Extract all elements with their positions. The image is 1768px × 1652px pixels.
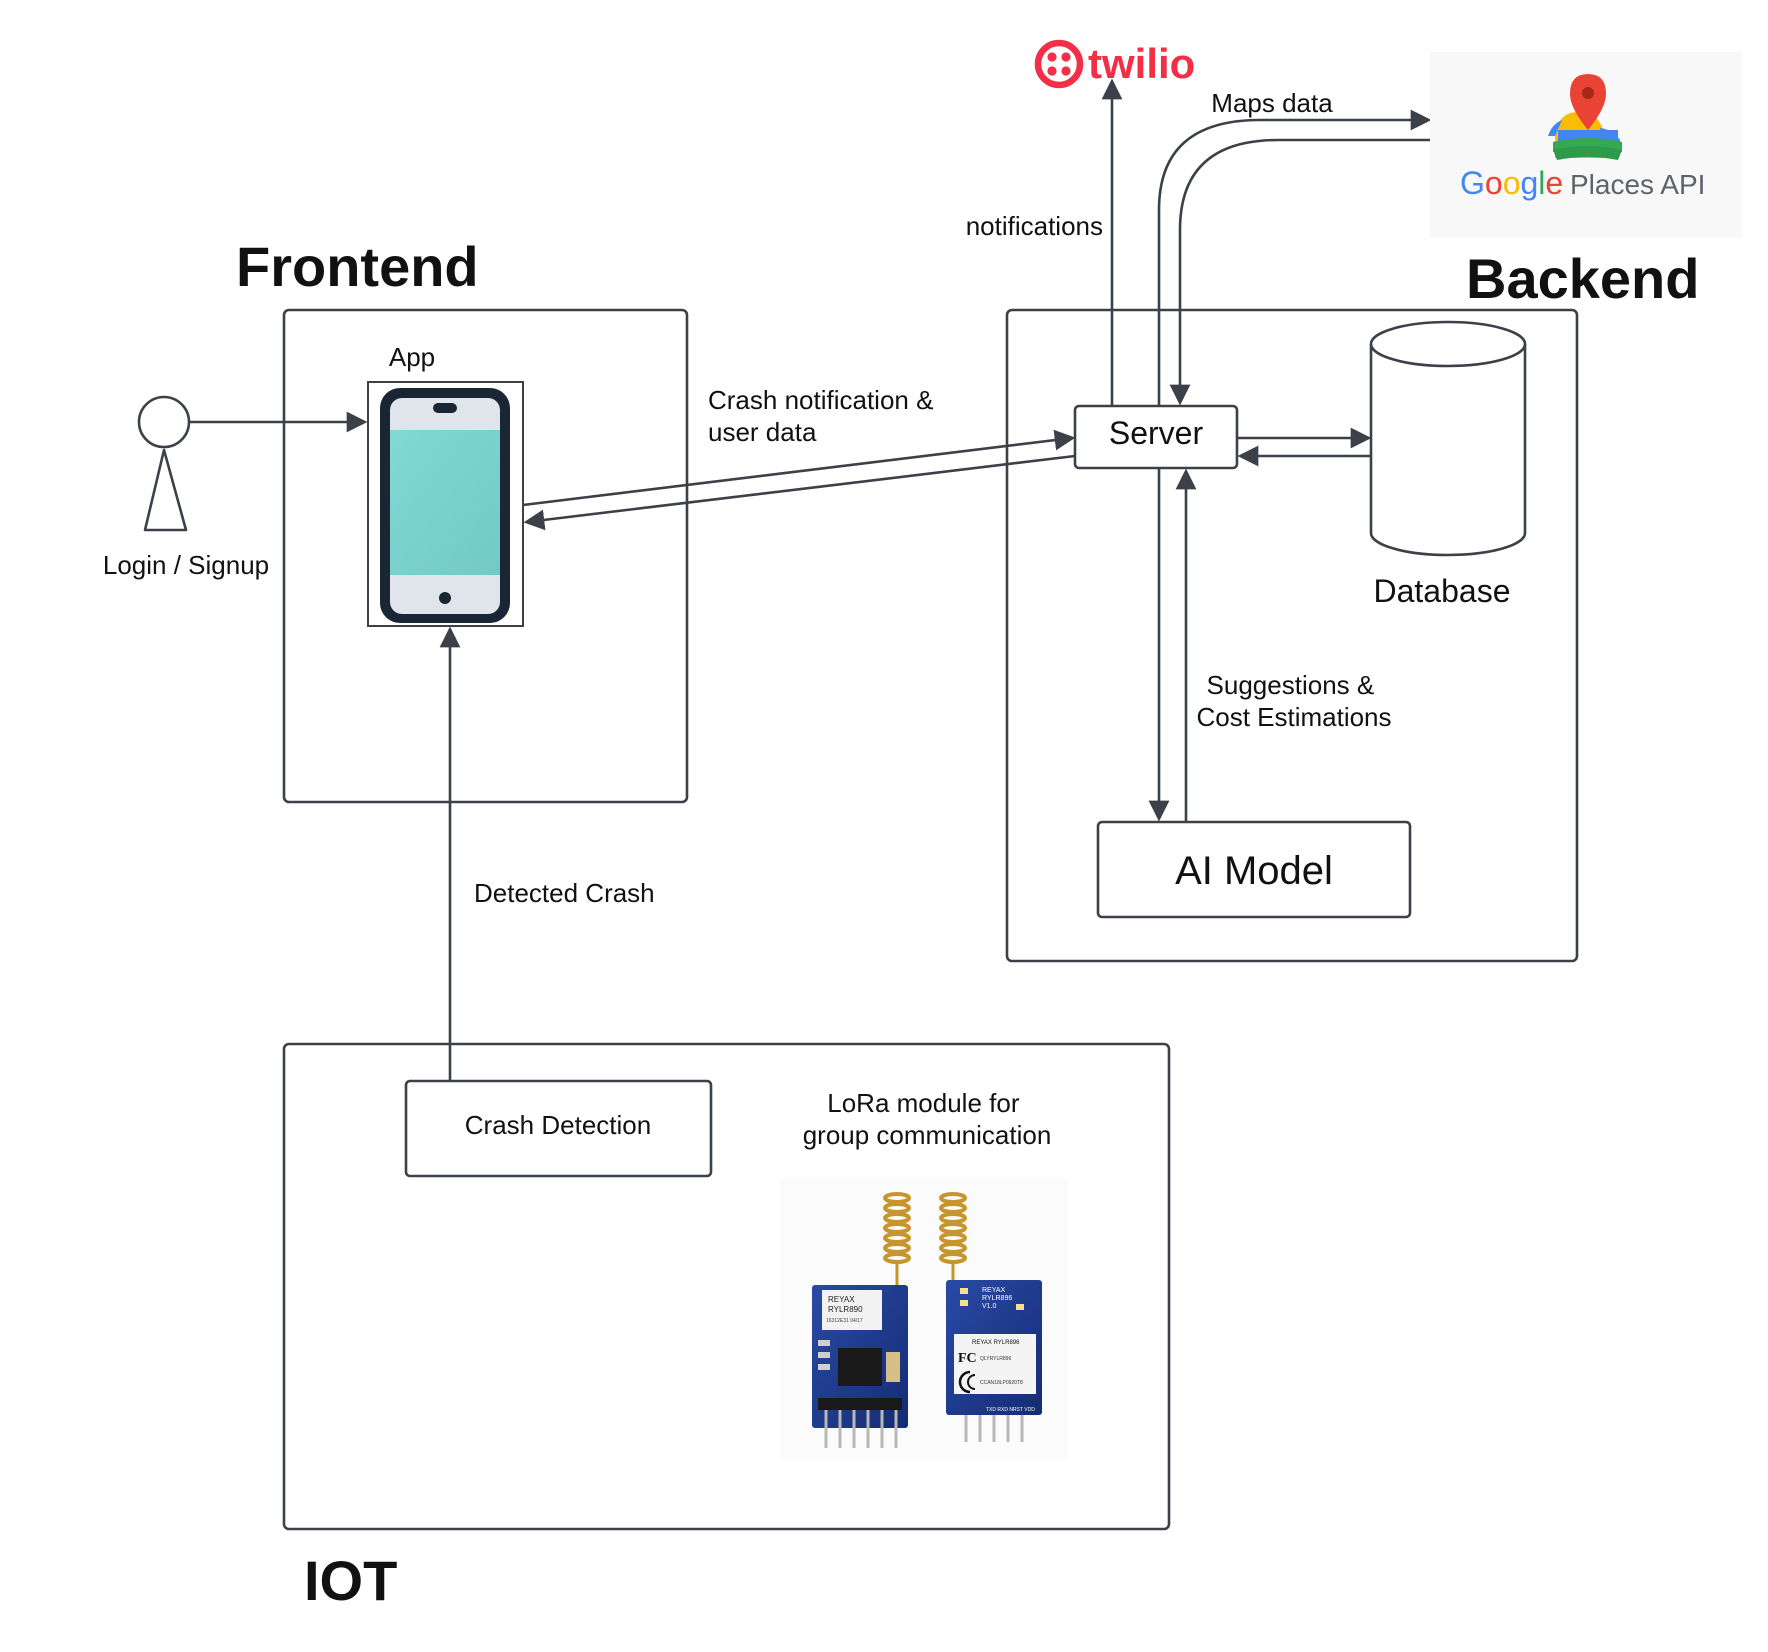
crash-detection-label: Crash Detection (465, 1110, 651, 1140)
places-pin-icon (1548, 74, 1622, 160)
lora-modules-image: REYAX RYLR890 16312E31 04/17 (780, 1178, 1068, 1460)
google-wordmark: Google (1460, 165, 1563, 201)
server-to-app-arrow (523, 454, 1076, 531)
database-label: Database (1374, 573, 1511, 609)
board2-line4: REYAX RYLR896 (972, 1340, 1020, 1346)
suggestions-line-2: Cost Estimations (1196, 702, 1391, 732)
board1-line3: 16312E31 04/17 (826, 1318, 863, 1324)
login-signup-label: Login / Signup (103, 550, 269, 580)
board2-line7: TXD RXD NRST VDD (986, 1407, 1035, 1413)
iot-title: IOT (304, 1549, 397, 1612)
lora-label-line-1: LoRa module for (827, 1088, 1020, 1118)
google-places-logo: Google Places API (1430, 52, 1742, 238)
crash-notification-label: Crash notification & user data (708, 385, 941, 447)
phone-icon[interactable] (367, 381, 524, 627)
twilio-wordmark: twilio (1088, 40, 1195, 87)
ai-model-node[interactable] (1096, 820, 1412, 919)
board1-line1: REYAX (828, 1295, 855, 1304)
frontend-title: Frontend (236, 235, 479, 298)
google-letter-5: l (1538, 165, 1545, 201)
server-to-maps-arrow (1157, 109, 1432, 406)
board2-line1: REYAX (982, 1287, 1006, 1294)
ai-model-label: AI Model (1175, 849, 1333, 893)
notifications-label: notifications (966, 211, 1103, 241)
lora-label: LoRa module for group communication (803, 1088, 1052, 1150)
suggestions-label: Suggestions & Cost Estimations (1196, 670, 1391, 732)
places-api-wordmark: Places API (1570, 169, 1705, 200)
google-letter-1: G (1460, 165, 1485, 201)
google-letter-3: o (1503, 165, 1521, 201)
board1-line2: RYLR890 (828, 1305, 863, 1314)
suggestions-line-1: Suggestions & (1207, 670, 1375, 700)
backend-title: Backend (1466, 247, 1699, 310)
lora-board-rylr890: REYAX RYLR890 16312E31 04/17 (812, 1192, 911, 1448)
lora-board-rylr896: REYAX RYLR896 V1.0 REYAX RYLR896 QLYRYLR… (939, 1192, 1042, 1442)
database-node[interactable] (1369, 320, 1527, 557)
board2-line5: QLYRYLR896 (980, 1356, 1011, 1362)
lora-label-line-2: group communication (803, 1120, 1052, 1150)
board2-line3: V1.0 (982, 1303, 997, 1310)
detected-crash-label: Detected Crash (474, 878, 655, 908)
fcc-mark: FC (958, 1351, 977, 1366)
maps-to-server-arrow (1169, 138, 1432, 406)
server-label: Server (1109, 415, 1204, 451)
user-icon (137, 395, 191, 532)
maps-data-label: Maps data (1211, 88, 1333, 118)
app-label: App (389, 342, 435, 372)
board2-line6: CCAN18LP0920T8 (980, 1380, 1023, 1386)
crash-notification-line-2: user data (708, 417, 817, 447)
google-letter-6: e (1545, 165, 1563, 201)
crash-notification-line-1: Crash notification & (708, 385, 933, 415)
crash-detection-node[interactable] (404, 1079, 713, 1178)
board2-line2: RYLR896 (982, 1295, 1012, 1302)
google-letter-4: g (1520, 165, 1538, 201)
app-to-server-arrow (522, 429, 1076, 507)
google-letter-2: o (1485, 165, 1503, 201)
twilio-logo: twilio (1034, 39, 1195, 89)
